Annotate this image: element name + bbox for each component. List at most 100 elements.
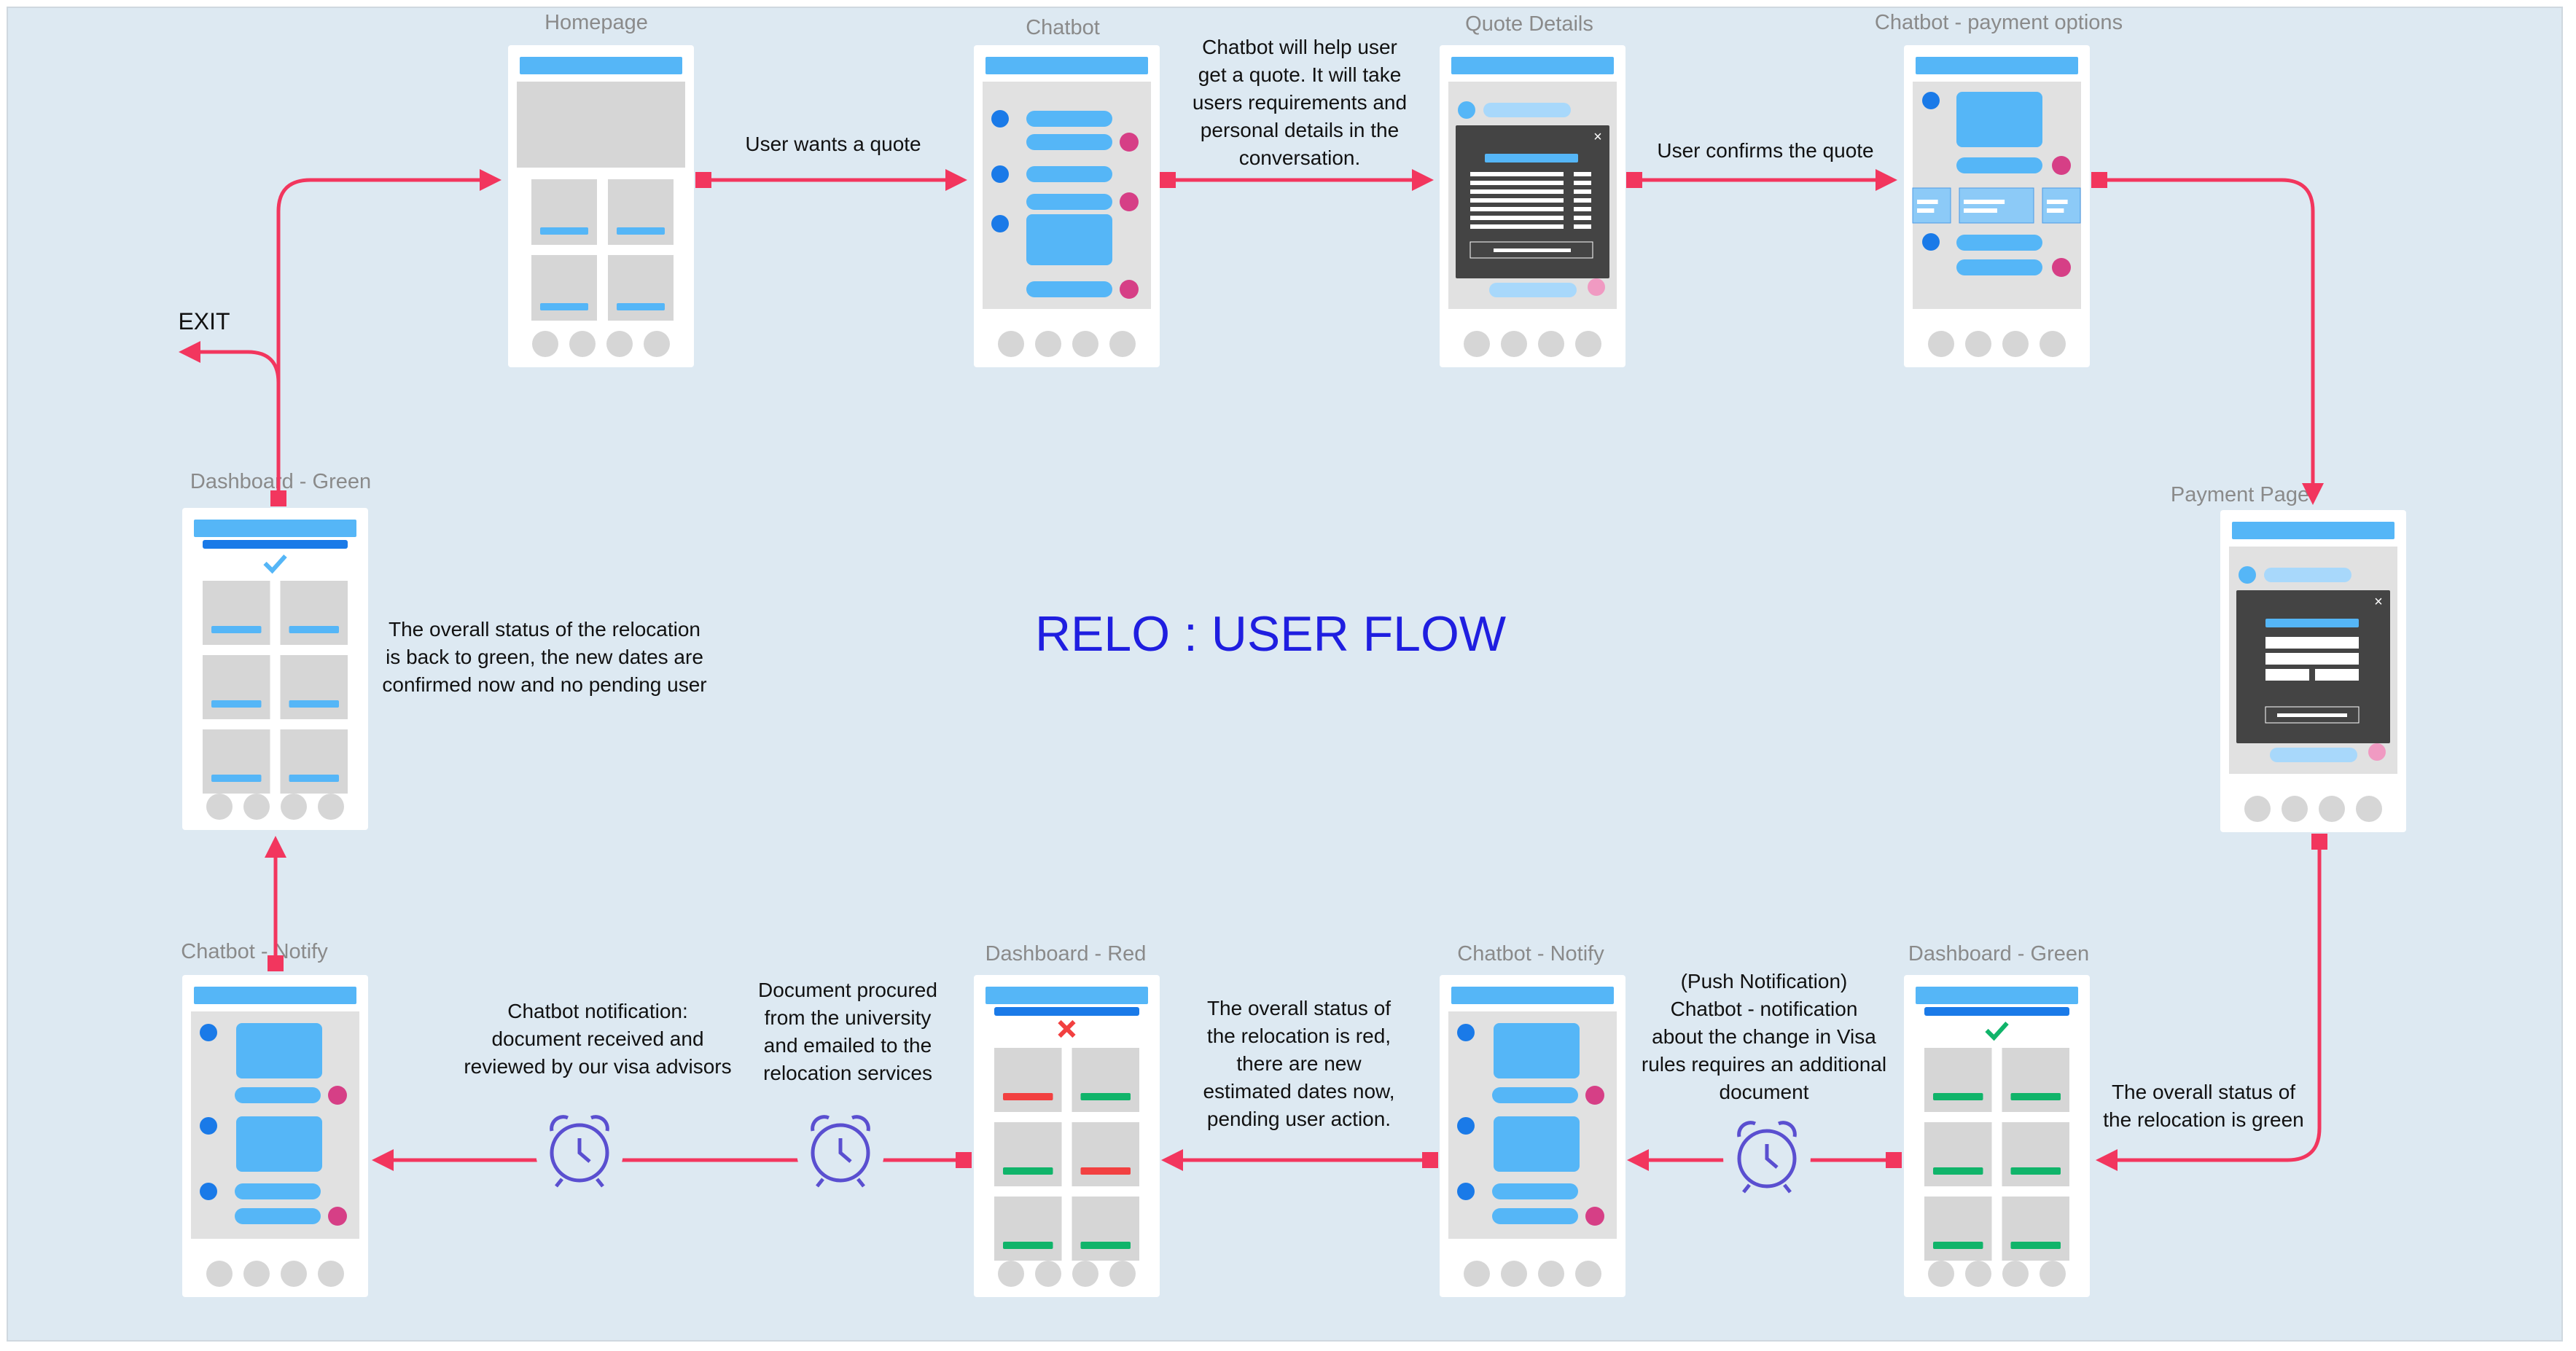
svg-text:is back to green, the new date: is back to green, the new dates are [386, 646, 703, 668]
status-bar [1924, 1007, 2069, 1016]
bot-avatar [991, 215, 1009, 232]
tile-status-bar [289, 775, 339, 782]
svg-text:The overall status of: The overall status of [2112, 1081, 2295, 1103]
svg-text:document received and: document received and [491, 1027, 703, 1050]
bot-avatar [1458, 101, 1475, 119]
user-avatar [328, 1086, 347, 1105]
modal-line [1574, 198, 1591, 203]
nav-dot [1575, 1261, 1601, 1287]
nav-dot [243, 794, 270, 820]
note-status-red: The overall status of the relocation is … [1203, 997, 1394, 1130]
svg-text:users requirements and: users requirements and [1193, 91, 1407, 114]
svg-text:the relocation is red,: the relocation is red, [1207, 1025, 1391, 1047]
tile-status-bar [1003, 1242, 1053, 1249]
dashboard-tile [1072, 1048, 1139, 1112]
homepage-tile [531, 255, 597, 321]
bot-avatar [1922, 233, 1940, 251]
svg-text:Chatbot - notification: Chatbot - notification [1671, 998, 1858, 1020]
tile-status-bar [211, 626, 262, 633]
chat-card [1026, 214, 1112, 265]
exit-label: EXIT [178, 308, 230, 334]
modal-line [1470, 224, 1564, 229]
card-line [1917, 208, 1935, 213]
screen-dashboard-red [974, 975, 1160, 1297]
dashboard-tile [994, 1197, 1062, 1261]
chat-bubble [1483, 103, 1571, 117]
diagram-title: RELO : USER FLOW [1035, 606, 1506, 662]
nav-dot [318, 794, 344, 820]
nav-dot [1965, 331, 1991, 357]
phone-header-bar [2232, 522, 2394, 539]
nav-dot [998, 331, 1024, 357]
nav-dot [2244, 796, 2271, 822]
svg-text:reviewed by our visa advisors: reviewed by our visa advisors [464, 1055, 731, 1078]
arrow-payment-page-to-dashboard-green [2096, 842, 2322, 1171]
phone-header-bar [1451, 57, 1614, 74]
form-field [2265, 637, 2359, 649]
card-line [2047, 200, 2068, 204]
nav-dot [2282, 796, 2308, 822]
nav-dot [206, 794, 233, 820]
connector-start [2311, 834, 2327, 850]
tile-status-bar [1003, 1093, 1053, 1100]
dashboard-tile [1072, 1122, 1139, 1186]
nav-dot [2002, 331, 2029, 357]
user-avatar [1120, 192, 1139, 211]
nav-dot [1464, 1261, 1490, 1287]
payment-card [1959, 187, 2034, 224]
svg-text:Chatbot notification:: Chatbot notification: [507, 1000, 688, 1022]
nav-dot [2319, 796, 2345, 822]
chat-bubble [235, 1183, 321, 1199]
user-avatar [1120, 280, 1139, 299]
bot-avatar [991, 110, 1009, 128]
screen-title-chatbot-notify-left: Chatbot - Notify [181, 940, 328, 963]
form-field [2265, 653, 2359, 665]
note-status-back-green: The overall status of the relocation is … [382, 618, 706, 696]
chat-bubble [1026, 134, 1112, 150]
homepage-tile [531, 179, 597, 245]
user-avatar [1585, 1086, 1604, 1105]
svg-text:there are new: there are new [1236, 1052, 1362, 1075]
connector-start [1160, 172, 1176, 188]
hero-banner [517, 82, 685, 168]
modal-line [1470, 172, 1564, 176]
note-document-procured: Document procured from the university an… [758, 979, 937, 1084]
bot-avatar [991, 165, 1009, 183]
screen-quote-details: × [1440, 45, 1625, 367]
phone-header-bar [985, 987, 1148, 1004]
modal-line [1574, 207, 1591, 211]
card-line [1964, 200, 2005, 204]
screen-chatbot-notify-right [1440, 975, 1625, 1297]
chat-card [1494, 1116, 1580, 1172]
nav-dot [1072, 1261, 1098, 1287]
phone-header-bar [194, 987, 356, 1004]
modal-line [1470, 181, 1564, 185]
screen-dashboard-green-bottom [1904, 975, 2090, 1297]
tile-link [540, 303, 588, 310]
close-icon[interactable]: × [2374, 594, 2383, 610]
status-bar [994, 1007, 1139, 1016]
connector-start [2091, 172, 2107, 188]
homepage-tile [608, 179, 674, 245]
nav-dot [1464, 331, 1490, 357]
tile-status-bar [211, 775, 262, 782]
screen-chatbot-payment [1904, 45, 2090, 367]
dashboard-tile [280, 729, 348, 794]
bot-avatar [200, 1117, 217, 1135]
tile-status-bar [289, 626, 339, 633]
dashboard-tile [203, 729, 270, 794]
close-icon[interactable]: × [1593, 129, 1602, 145]
svg-text:from the university: from the university [765, 1006, 932, 1029]
svg-text:estimated dates now,: estimated dates now, [1203, 1080, 1394, 1103]
form-field [2265, 669, 2309, 681]
chat-bubble [2270, 748, 2357, 762]
user-avatar [2052, 258, 2071, 277]
nav-dot [1538, 331, 1564, 357]
svg-text:The overall status of the relo: The overall status of the relocation [389, 618, 700, 641]
svg-text:confirmed now and no pending u: confirmed now and no pending user [382, 673, 706, 696]
user-avatar [2368, 743, 2386, 761]
tile-status-bar [1080, 1093, 1131, 1100]
nav-dot [532, 331, 558, 357]
svg-text:document: document [1720, 1081, 1809, 1103]
chat-bubble [1026, 166, 1112, 182]
